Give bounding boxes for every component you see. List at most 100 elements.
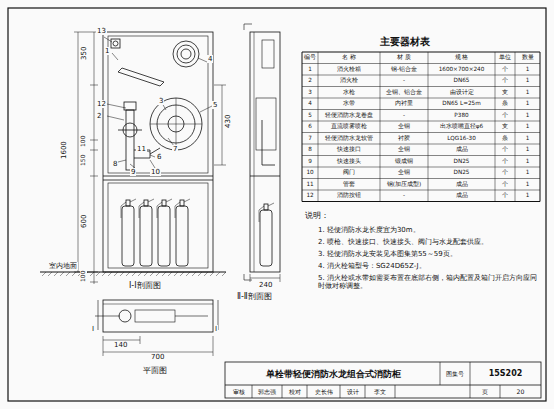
hatch-stroke — [120, 272, 124, 276]
table-cell: 11 — [302, 179, 318, 191]
hatch-stroke — [204, 272, 208, 276]
table-cell: DN25 — [428, 167, 495, 179]
hatch-stroke — [132, 272, 136, 276]
table-cell: 成品 — [428, 190, 495, 202]
table-cell: 成品 — [428, 144, 495, 156]
hatch-stroke — [66, 272, 70, 276]
table-cell: 1 — [515, 190, 540, 202]
table-cell: 10 — [302, 167, 318, 179]
title-block-cell: 15S202 — [470, 362, 541, 385]
hatch-stroke — [42, 272, 46, 276]
dimension-label: 140 — [113, 341, 128, 349]
note-text: 3. 轻便消防水龙安装见本图集第55～59页。 — [318, 250, 540, 258]
hatch-stroke — [144, 272, 148, 276]
table-cell: 轻便消防水龙卷盘 — [318, 110, 380, 122]
table-cell: - — [380, 110, 428, 122]
table-rule — [302, 155, 540, 156]
callout-number: 6 — [156, 153, 162, 161]
table-cell: 6 — [302, 121, 318, 133]
table-cell: DN65 — [428, 75, 495, 87]
hatch-stroke — [48, 272, 52, 276]
dimension-label: 1600 — [60, 140, 68, 160]
table-cell: 消防按钮 — [318, 190, 380, 202]
dimension-label: 700 — [150, 353, 165, 361]
hatch-stroke — [222, 272, 226, 276]
dimension-label: 平面图 — [142, 366, 168, 375]
table-cell: 钢(加压成型) — [380, 179, 428, 191]
table-cell: 钢-铝合金 — [380, 64, 428, 76]
table-cell: 个 — [495, 179, 515, 191]
callout-number: 4 — [207, 55, 213, 63]
hatch-stroke — [150, 272, 154, 276]
table-cell: 内衬里 — [380, 98, 428, 110]
hatch-stroke — [156, 272, 160, 276]
table-cell: 1 — [515, 87, 540, 99]
table-rule — [302, 132, 540, 133]
title-block-cell: 审核 — [225, 385, 252, 398]
dimension-label: 430 — [224, 113, 232, 128]
table-cell: 衬胶 — [380, 133, 428, 145]
hatch-stroke — [198, 272, 202, 276]
sheet-title: 单栓带轻便消防水龙组合式消防柜 — [228, 362, 438, 385]
table-cell: 全铜 — [380, 167, 428, 179]
table-cell: 8 — [302, 144, 318, 156]
table-cell: - — [380, 190, 428, 202]
dimension-label: 100 — [80, 134, 87, 147]
note-text: 1. 轻便消防水龙长度宜为30m。 — [318, 226, 540, 234]
table-cell: 管套 — [318, 179, 380, 191]
table-cell: 12 — [302, 190, 318, 202]
table-cell: 1 — [515, 110, 540, 122]
table-cell: 阀门 — [318, 167, 380, 179]
dimension-label: 600 — [80, 213, 88, 228]
table-cell: P380 — [428, 110, 495, 122]
table-rule — [302, 178, 540, 179]
table-cell: 全铜 — [380, 144, 428, 156]
note-text: 5. 消火栓或水带如需要布置在底部右侧，箱内配置及箱门开启方向应同时做对称调整。 — [318, 274, 540, 290]
note-text: 4. 消火栓箱型号：SG24D65Z-J。 — [318, 262, 540, 270]
hatch-stroke — [216, 272, 220, 276]
table-rule — [302, 75, 540, 76]
title-block-cell: 设计 — [340, 385, 365, 398]
table-cell: 1 — [515, 121, 540, 133]
callout-number: 8 — [112, 160, 118, 168]
table-rule — [302, 201, 540, 202]
dimension-label: Ⅱ-Ⅱ剖面图 — [236, 292, 273, 301]
table-rule — [302, 63, 540, 64]
dimension-label: 100 — [80, 269, 87, 282]
hatch-stroke — [174, 272, 178, 276]
table-header: 规 格 — [428, 52, 495, 64]
table-cell: DN65 L=25m — [428, 98, 495, 110]
table-cell: 1 — [515, 167, 540, 179]
table-header: 名 称 — [318, 52, 380, 64]
table-rule — [495, 52, 496, 202]
table-cell: 9 — [302, 156, 318, 168]
extinguisher-symbol — [175, 199, 190, 266]
hatch-stroke — [54, 272, 58, 276]
table-cell: 7 — [302, 133, 318, 145]
table-cell: 水枪 — [318, 87, 380, 99]
table-cell: 个 — [495, 64, 515, 76]
table-cell: 3 — [302, 87, 318, 99]
table-cell: 1 — [515, 144, 540, 156]
hatch-stroke — [108, 272, 112, 276]
callout-number: 9 — [130, 168, 136, 176]
table-cell: 轻便消防水龙软管 — [318, 133, 380, 145]
hatch-stroke — [126, 272, 130, 276]
callout-number: 12 — [96, 100, 107, 108]
table-cell: 快速接口 — [318, 144, 380, 156]
table-rule — [318, 52, 319, 202]
callout-number: 3 — [158, 97, 164, 105]
callout-number: 10 — [150, 168, 161, 176]
extinguisher-symbol — [121, 199, 136, 266]
table-rule — [428, 52, 429, 202]
table-rule — [302, 98, 540, 99]
table-cell: 锻成铜 — [380, 156, 428, 168]
table-cell: 4 — [302, 98, 318, 110]
table-rule — [302, 52, 303, 202]
hatch-stroke — [114, 272, 118, 276]
callout-number: 2 — [96, 112, 102, 120]
table-header: 材 质 — [380, 52, 428, 64]
table-rule — [380, 52, 381, 202]
table-cell: 1 — [515, 179, 540, 191]
floor-hatch — [42, 272, 226, 276]
